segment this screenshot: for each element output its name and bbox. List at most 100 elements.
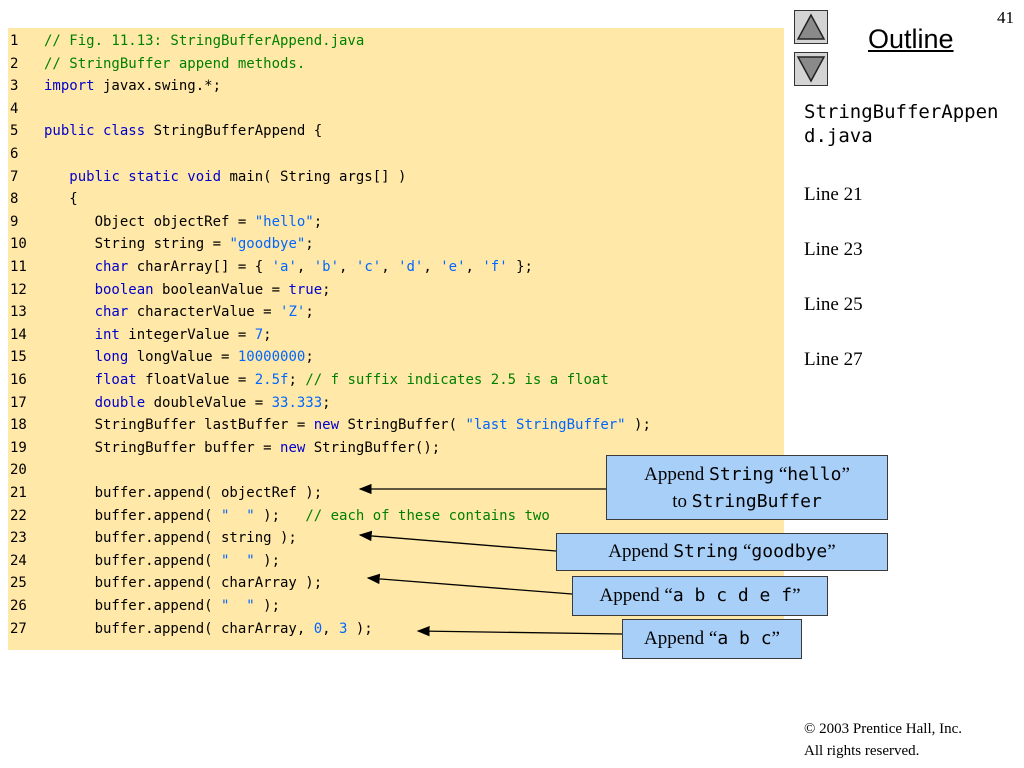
code-token: " " [221,507,255,524]
code-token: buffer.append( charArray, [44,620,314,637]
code-token: boolean [94,281,154,298]
code-token: " " [221,552,255,569]
code-token: , [423,259,441,275]
line-number: 13 [10,304,27,321]
code-token: longValue = [128,349,238,366]
code-token: String string = [44,236,230,253]
code-line: 16 float floatValue = 2.5f; // f suffix … [8,369,609,391]
code-token: , [322,620,340,637]
line-number: 27 [10,620,27,637]
code-token: true [288,281,323,298]
code-line: 19 StringBuffer buffer = new StringBuffe… [8,437,440,459]
code-line: 9 Object objectRef = "hello"; [8,211,322,233]
code-token: ; [305,236,314,253]
code-line: 25 buffer.append( charArray ); [8,572,322,594]
code-token: booleanValue = [153,281,289,298]
code-token: StringBuffer buffer = [44,439,281,456]
code-token: ; [322,394,331,411]
code-token: ); [254,507,306,524]
code-token [44,169,69,185]
line-number: 10 [10,236,27,253]
code-token: ; [313,213,323,230]
code-token [44,372,95,388]
code-token: char [94,259,129,275]
code-token: , [296,259,314,275]
code-token: characterValue = [128,304,281,321]
line-number: 2 [10,55,19,72]
code-token: Object objectRef = [44,213,255,230]
code-token: 'a' [271,259,297,275]
line-number: 6 [10,146,19,162]
callout-append-hello: Append String “hello” to StringBuffer [606,455,888,520]
next-slide-button[interactable] [794,52,828,86]
code-token: "hello" [254,213,314,230]
line-number: 24 [10,552,27,569]
code-token [44,304,95,320]
code-token [44,349,95,365]
code-token: }; [507,259,533,275]
code-line: 27 buffer.append( charArray, 0, 3 ); [8,618,373,640]
line-number: 15 [10,349,27,366]
triangle-down-icon [796,56,826,83]
code-token: 7 [254,326,264,343]
code-token: "last StringBuffer" [465,417,626,434]
code-token: 0 [313,620,323,637]
code-token: " " [221,598,255,614]
code-token: // StringBuffer append methods. [44,55,306,72]
code-token: 'c' [355,259,382,275]
code-token: buffer.append( objectRef ); [44,485,323,501]
code-line: 10 String string = "goodbye"; [8,233,314,255]
line-number: 26 [10,598,27,614]
code-line: 23 buffer.append( string ); [8,527,297,549]
line-number: 25 [10,575,27,592]
code-token: 'Z' [280,304,306,321]
code-token: ; [305,349,314,366]
code-token: buffer.append( [44,507,222,524]
code-token: { [44,191,78,208]
code-line: 14 int integerValue = 7; [8,324,272,346]
line-number: 11 [10,259,27,275]
code-line: 6 [8,143,44,165]
code-line: 11 char charArray[] = { 'a', 'b', 'c', '… [8,256,533,278]
code-token: javax.swing.*; [94,78,222,95]
line-number: 14 [10,326,27,343]
line-number: 8 [10,191,19,208]
code-line: 13 char characterValue = 'Z'; [8,301,314,323]
code-line: 7 public static void main( String args[]… [8,166,406,188]
line-ref-23: Line 23 [804,239,863,260]
code-token: 'f' [482,259,508,275]
line-number: 12 [10,281,27,298]
code-token: 33.333 [271,394,323,411]
code-token: new [280,439,306,456]
line-number: 18 [10,417,27,434]
code-token: StringBuffer( [339,417,466,434]
code-token: buffer.append( [44,598,222,614]
code-line: 17 double doubleValue = 33.333; [8,392,331,414]
code-token: integerValue = [119,326,255,343]
code-line: 24 buffer.append( " " ); [8,550,280,572]
line-number: 7 [10,168,19,185]
line-ref-27: Line 27 [804,349,863,370]
code-token: double [94,394,146,411]
previous-slide-button[interactable] [794,10,828,44]
code-token: import [44,78,95,95]
code-token: buffer.append( [44,552,222,569]
code-line: 8 { [8,188,78,210]
code-token: ); [347,620,373,637]
code-token: long [94,349,129,366]
code-line: 22 buffer.append( " " ); // each of thes… [8,505,550,527]
code-token: StringBufferAppend { [145,123,323,140]
code-token: , [339,259,356,275]
line-ref-21: Line 21 [804,184,863,205]
line-number: 21 [10,485,27,501]
code-token: 3 [339,620,348,637]
outline-link[interactable]: Outline [868,24,954,54]
code-token: , [465,259,483,275]
code-token: StringBuffer lastBuffer = [44,417,314,434]
code-token: StringBuffer(); [305,439,441,456]
code-token: char [94,304,129,321]
line-number: 4 [10,100,19,117]
code-token: public class [44,123,146,140]
code-line: 1// Fig. 11.13: StringBufferAppend.java [8,30,364,52]
